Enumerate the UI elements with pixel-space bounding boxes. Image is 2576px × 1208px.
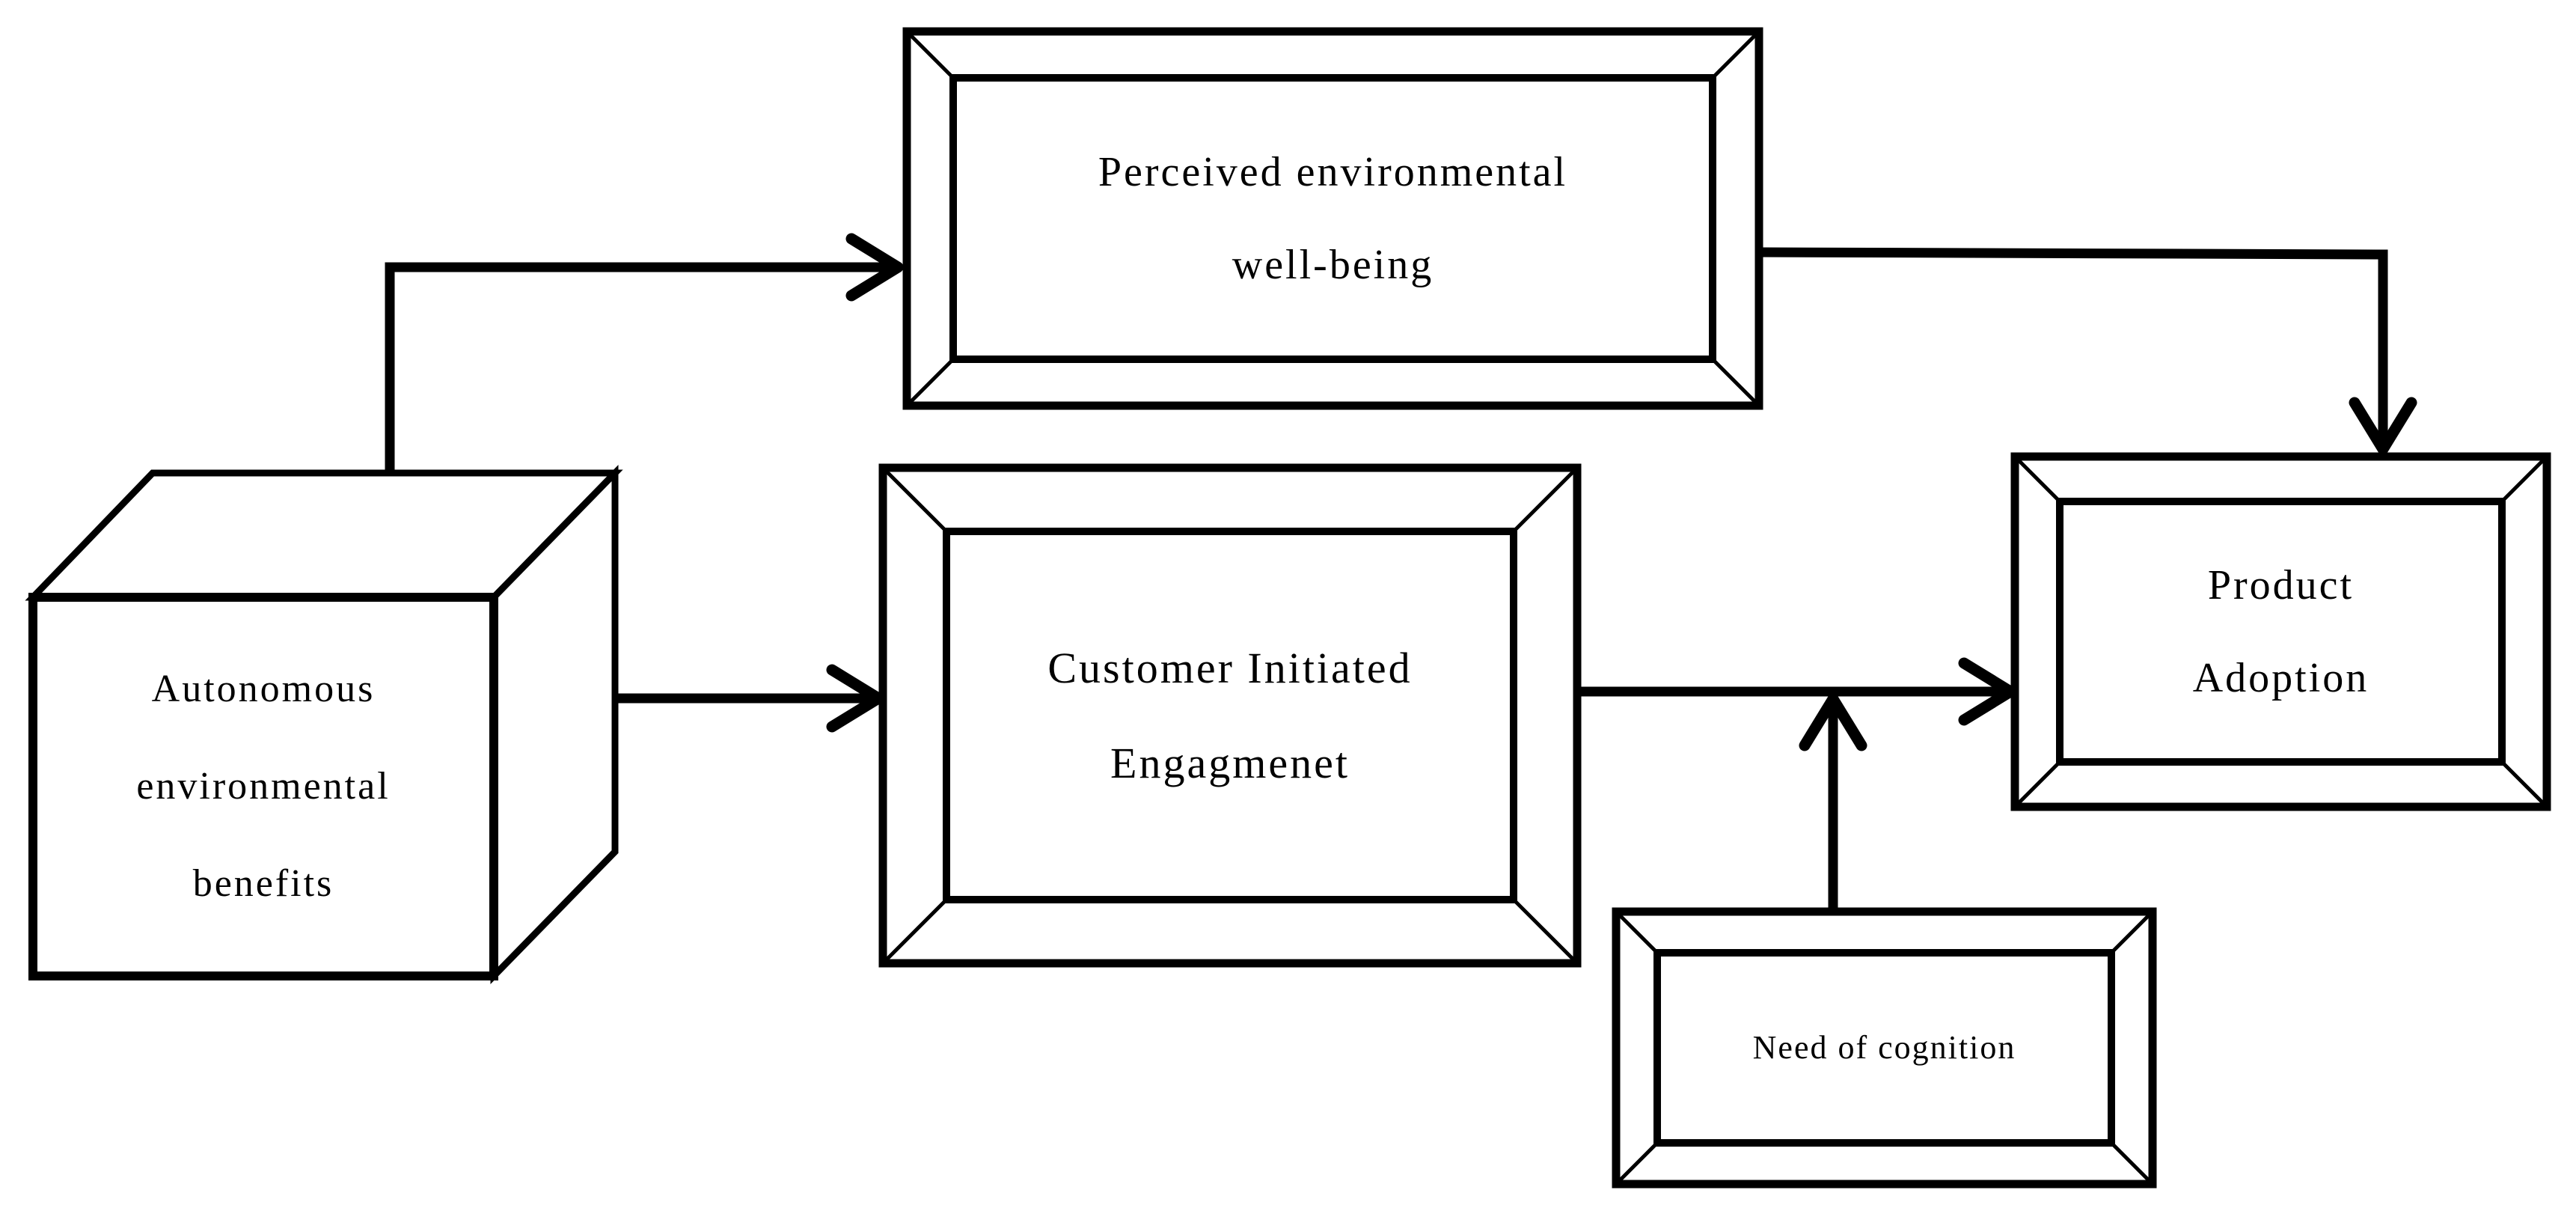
cube-front-face xyxy=(28,593,498,980)
arrow-perceived-to-adoption xyxy=(1758,247,2417,455)
node-need-of-cognition xyxy=(1612,907,2157,1189)
frame-bevel-tr xyxy=(2110,910,2154,954)
arrow-need-to-engagement-adoption-link xyxy=(1799,693,1867,912)
frame-bevel-br xyxy=(2110,1141,2154,1186)
frame-outer xyxy=(2010,452,2551,811)
arrow-shaft xyxy=(1758,247,2388,446)
arrow-autonomous-to-perceived xyxy=(385,233,904,474)
frame-inner xyxy=(943,528,1517,903)
frame-bevel-tl xyxy=(905,30,955,79)
frame-bevel-tl xyxy=(1615,910,1659,954)
frame-bevel-br xyxy=(2500,760,2548,808)
arrowhead-right-icon xyxy=(1958,657,2016,726)
frame-outer xyxy=(878,463,1582,968)
frame-bevel-bl xyxy=(881,898,948,965)
frame-outer xyxy=(902,27,1763,410)
frame-bevel-bl xyxy=(1615,1141,1659,1186)
node-perceived-environmental-well-being xyxy=(902,27,1763,410)
frame-bevel-tl xyxy=(881,466,948,533)
arrowhead-up-icon xyxy=(1799,693,1867,751)
node-product-adoption xyxy=(2010,452,2551,811)
frame-bevel-tr xyxy=(1711,30,1760,79)
node-autonomous-environmental-benefits xyxy=(25,464,623,985)
frame-bevel-br xyxy=(1711,358,1760,407)
frame-bevel-tl xyxy=(2013,455,2061,503)
frame-bevel-tr xyxy=(1512,466,1579,533)
arrowhead-right-icon xyxy=(845,233,904,302)
frame-inner xyxy=(1653,949,2115,1147)
arrowhead-right-icon xyxy=(826,664,884,733)
frame-inner xyxy=(949,74,1716,363)
node-customer-initiated-engagement xyxy=(878,463,1582,968)
frame-outer xyxy=(1612,907,2157,1189)
frame-bevel-br xyxy=(1512,898,1579,965)
frame-bevel-bl xyxy=(2013,760,2061,808)
frame-bevel-bl xyxy=(905,358,955,407)
frame-bevel-tr xyxy=(2500,455,2548,503)
frame-inner xyxy=(2056,498,2506,766)
arrow-autonomous-to-engagement xyxy=(615,664,884,733)
arrow-engagement-to-adoption xyxy=(1577,657,2016,726)
arrow-shaft xyxy=(385,262,896,474)
arrowhead-down-icon xyxy=(2349,397,2417,455)
